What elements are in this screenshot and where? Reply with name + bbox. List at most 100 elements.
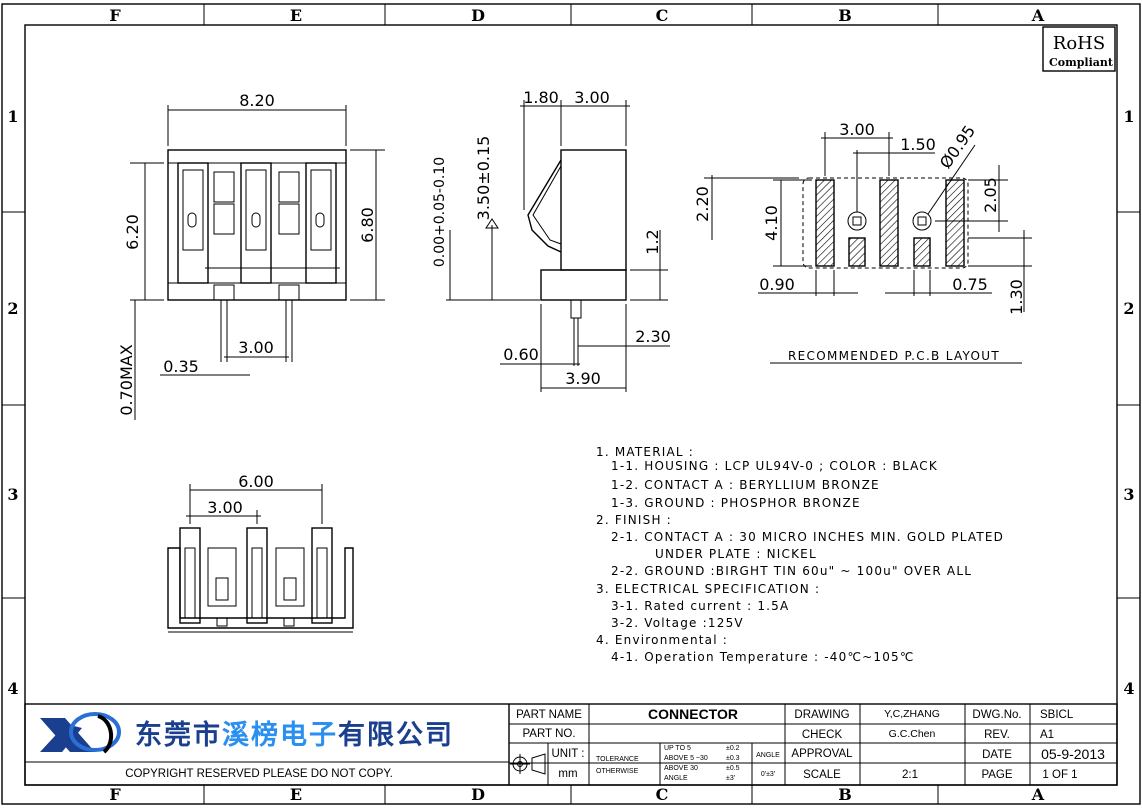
zone-col-c-top: C bbox=[656, 6, 669, 25]
note-line: UNDER PLATE : NICKEL bbox=[655, 547, 817, 561]
zone-row-4-right: 4 bbox=[1123, 679, 1134, 698]
dim-pcb-pad-height: 4.10 bbox=[762, 205, 781, 241]
tol-value-3: ±0.5 bbox=[726, 765, 740, 772]
zone-row-2-left: 2 bbox=[7, 299, 18, 318]
company-name-part2: 溪榜电子 bbox=[222, 719, 338, 751]
page-value: 1 OF 1 bbox=[1042, 769, 1077, 781]
tolerance-label: TOLERANCE bbox=[596, 756, 639, 763]
dim-pcb-offset: 1.50 bbox=[900, 135, 936, 154]
zone-row-2-right: 2 bbox=[1123, 299, 1134, 318]
dim-side-base: 3.90 bbox=[565, 369, 601, 388]
approval-label: APPROVAL bbox=[791, 748, 853, 760]
rohs-stamp: RoHS Compliant bbox=[1042, 26, 1116, 72]
dim-pcb-pad-upper: 2.05 bbox=[981, 177, 1000, 213]
dim-front-pin-length: 0.70MAX bbox=[117, 344, 136, 415]
dwg-no-label: DWG.No. bbox=[972, 709, 1021, 721]
company-logo-icon bbox=[40, 712, 121, 754]
note-line: 2-2. GROUND :BIRGHT TIN 60u" ~ 100u" OVE… bbox=[611, 564, 972, 578]
company-name-part1: 东莞市 bbox=[135, 719, 222, 751]
angle-label: ANGLE bbox=[756, 752, 780, 759]
zone-col-a-bottom: A bbox=[1031, 785, 1045, 804]
copyright-notice: COPYRIGHT RESERVED PLEASE DO NOT COPY. bbox=[125, 768, 393, 780]
tol-value-2: ±0.3 bbox=[726, 755, 740, 762]
zone-col-c-bottom: C bbox=[656, 785, 669, 804]
check-value: G.C.Chen bbox=[889, 728, 936, 740]
note-line: 4. Environmental : bbox=[596, 633, 728, 647]
zone-row-1-right: 1 bbox=[1123, 107, 1134, 126]
check-label: CHECK bbox=[802, 729, 843, 741]
scale-value: 2:1 bbox=[902, 769, 918, 781]
rev-label: REV. bbox=[984, 729, 1010, 741]
dim-front-height-a: 6.20 bbox=[123, 214, 142, 250]
projection-symbol-icon bbox=[510, 753, 546, 775]
tol-angle: ANGLE bbox=[664, 775, 688, 782]
dim-side-pin: 2.30 bbox=[635, 327, 671, 346]
dim-front-pitch: 3.00 bbox=[238, 338, 274, 357]
note-line: 3-2. Voltage :125V bbox=[611, 616, 744, 630]
zone-labels: F E D C B A F E D C B A 1 2 3 4 1 2 3 4 bbox=[7, 6, 1134, 804]
zone-row-4-left: 4 bbox=[7, 679, 18, 698]
notes: 1. MATERIAL : 1-1. HOUSING : LCP UL94V-0… bbox=[596, 445, 1004, 664]
bottom-view: 6.00 3.00 bbox=[167, 472, 354, 633]
part-no-label: PART NO. bbox=[522, 728, 575, 740]
note-line: 4-1. Operation Temperature : -40℃~105℃ bbox=[611, 650, 915, 664]
company-name: 东莞市溪榜电子有限公司 bbox=[135, 719, 454, 751]
tol-above-30: ABOVE 30 bbox=[664, 765, 698, 772]
zone-col-f-bottom: F bbox=[109, 785, 121, 804]
dim-side-vertical: 1.2 bbox=[643, 229, 662, 254]
dim-side-top-b: 3.00 bbox=[574, 88, 610, 107]
dim-pcb-pitch: 3.00 bbox=[839, 120, 875, 139]
dim-bottom-width: 6.00 bbox=[238, 472, 274, 491]
sheet-border bbox=[1, 3, 1141, 805]
note-line: 1-2. CONTACT A : BERYLLIUM BRONZE bbox=[611, 478, 880, 492]
dim-bottom-pitch: 3.00 bbox=[207, 498, 243, 517]
note-line: 3. ELECTRICAL SPECIFICATION : bbox=[596, 582, 820, 596]
front-view: 8.20 6.20 6.80 3.00 0.35 0.70MAX bbox=[117, 91, 385, 420]
zone-row-3-right: 3 bbox=[1123, 485, 1134, 504]
zone-col-d-bottom: D bbox=[471, 785, 485, 804]
tol-above-5-30: ABOVE 5 ~30 bbox=[664, 755, 708, 762]
note-line: 1-3. GROUND : PHOSPHOR BRONZE bbox=[611, 496, 861, 510]
page-label: PAGE bbox=[981, 769, 1012, 781]
note-line: 2. FINISH : bbox=[596, 513, 672, 527]
tol-value-4: ±3' bbox=[726, 775, 735, 782]
dim-side-top-a: 1.80 bbox=[523, 88, 559, 107]
pcb-layout-title: RECOMMENDED P.C.B LAYOUT bbox=[788, 349, 1000, 363]
dim-side-tolerance: 0.00+0.05-0.10 bbox=[432, 157, 448, 267]
tol-up-to-5: UP TO 5 bbox=[664, 745, 691, 752]
part-name-label: PART NAME bbox=[516, 709, 582, 721]
zone-col-e-top: E bbox=[290, 6, 302, 25]
dim-side-contact-height: 3.50±0.15 bbox=[474, 136, 493, 221]
pcb-layout: 3.00 1.50 Ø0.95 2.20 4.10 2.05 1.30 0.90 bbox=[693, 120, 1032, 364]
unit-value: mm bbox=[558, 768, 577, 780]
zone-row-3-left: 3 bbox=[7, 485, 18, 504]
dim-side-offset: 0.60 bbox=[503, 345, 539, 364]
scale-label: SCALE bbox=[803, 769, 841, 781]
dim-pcb-pad-width-b: 0.75 bbox=[952, 275, 988, 294]
title-block: 东莞市溪榜电子有限公司 COPYRIGHT RESERVED PLEASE DO… bbox=[24, 703, 1118, 786]
part-name-value: CONNECTOR bbox=[648, 706, 738, 722]
note-line: 1-1. HOUSING : LCP UL94V-0 ; COLOR : BLA… bbox=[611, 459, 938, 473]
dwg-no-value: SBICL bbox=[1040, 709, 1074, 721]
dim-front-pin-width: 0.35 bbox=[163, 357, 199, 376]
rohs-title: RoHS bbox=[1053, 33, 1105, 54]
zone-col-f-top: F bbox=[109, 6, 121, 25]
rev-value: A1 bbox=[1040, 729, 1054, 741]
dim-front-width: 8.20 bbox=[239, 91, 275, 110]
zone-col-b-bottom: B bbox=[838, 785, 852, 804]
dim-pcb-pad-width-a: 0.90 bbox=[759, 275, 795, 294]
date-label: DATE bbox=[982, 749, 1012, 761]
zone-col-e-bottom: E bbox=[290, 785, 302, 804]
note-line: 2-1. CONTACT A : 30 MICRO INCHES MIN. GO… bbox=[611, 530, 1004, 544]
angle-value: 0'±3' bbox=[761, 771, 775, 778]
note-line: 3-1. Rated current : 1.5A bbox=[611, 599, 789, 613]
otherwise-label: OTHERWISE bbox=[596, 768, 639, 775]
dim-pcb-pad-small: 1.30 bbox=[1007, 279, 1026, 315]
note-line: 1. MATERIAL : bbox=[596, 445, 694, 459]
dim-front-height-b: 6.80 bbox=[358, 207, 377, 243]
tol-value-1: ±0.2 bbox=[726, 745, 740, 752]
drawing-value: Y,C,ZHANG bbox=[884, 708, 940, 720]
dim-pcb-height-total: 2.20 bbox=[693, 186, 712, 222]
date-value: 05-9-2013 bbox=[1041, 746, 1105, 762]
